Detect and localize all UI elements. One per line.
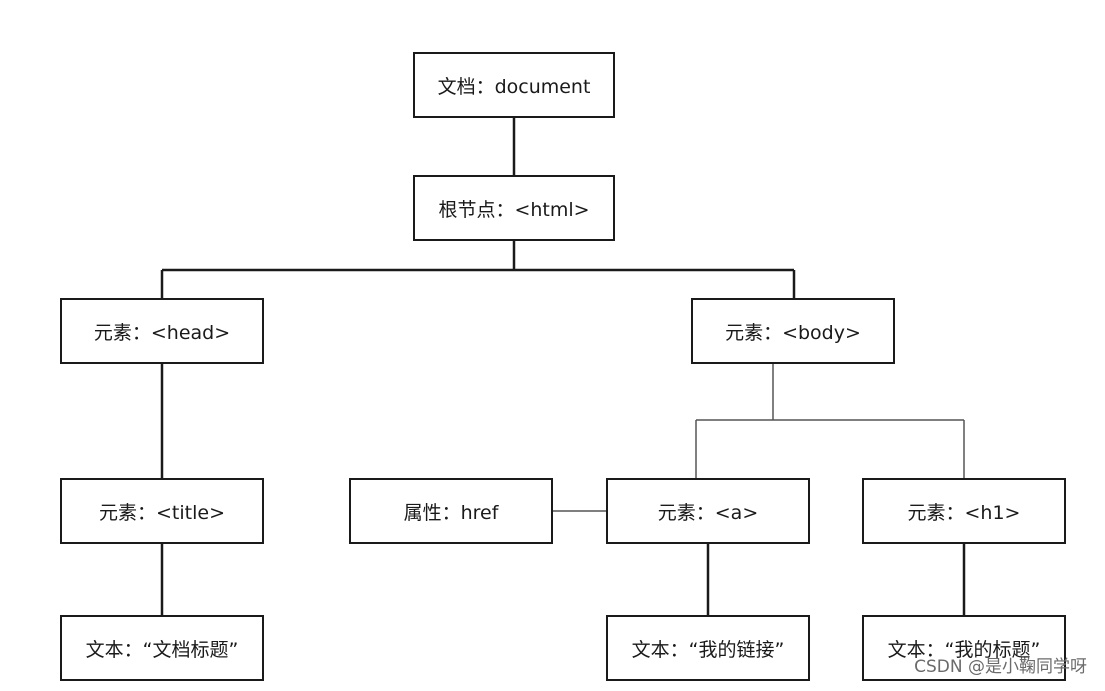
node-root-html: 根节点：<html> bbox=[413, 175, 615, 241]
node-head: 元素：<head> bbox=[60, 298, 264, 364]
node-document: 文档：document bbox=[413, 52, 615, 118]
node-a: 元素：<a> bbox=[606, 478, 810, 544]
node-body: 元素：<body> bbox=[691, 298, 895, 364]
node-title-text: 文本：“文档标题” bbox=[60, 615, 264, 681]
watermark: CSDN @是小鞠同学呀 bbox=[914, 657, 1087, 677]
node-a-text: 文本：“我的链接” bbox=[606, 615, 810, 681]
node-attribute-href: 属性：href bbox=[349, 478, 553, 544]
node-h1: 元素：<h1> bbox=[862, 478, 1066, 544]
node-h1-text: 文本：“我的标题” bbox=[862, 615, 1066, 681]
node-title: 元素：<title> bbox=[60, 478, 264, 544]
